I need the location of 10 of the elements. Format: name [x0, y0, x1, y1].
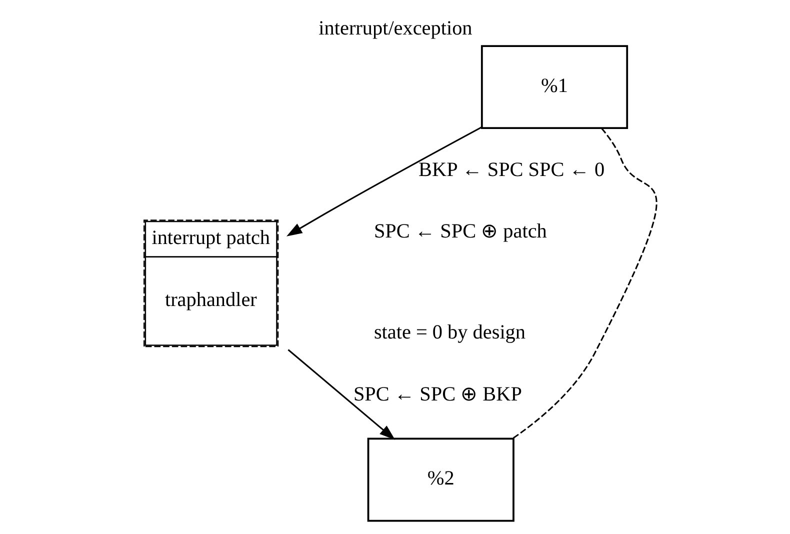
edge-label: BKP ← SPC SPC ← 0: [418, 158, 604, 181]
diagram-title: interrupt/exception: [318, 17, 472, 40]
node-box: %2: [366, 438, 514, 522]
node-label: SPC ← SPC ⊕ patch: [373, 220, 546, 243]
node-label: state = 0 by design: [373, 322, 526, 344]
arrow: [287, 349, 395, 440]
node-box: %1: [480, 45, 628, 130]
arrow: [286, 126, 482, 236]
connector: [512, 128, 657, 440]
edge-label: SPC ← SPC ⊕ BKP: [352, 384, 522, 406]
